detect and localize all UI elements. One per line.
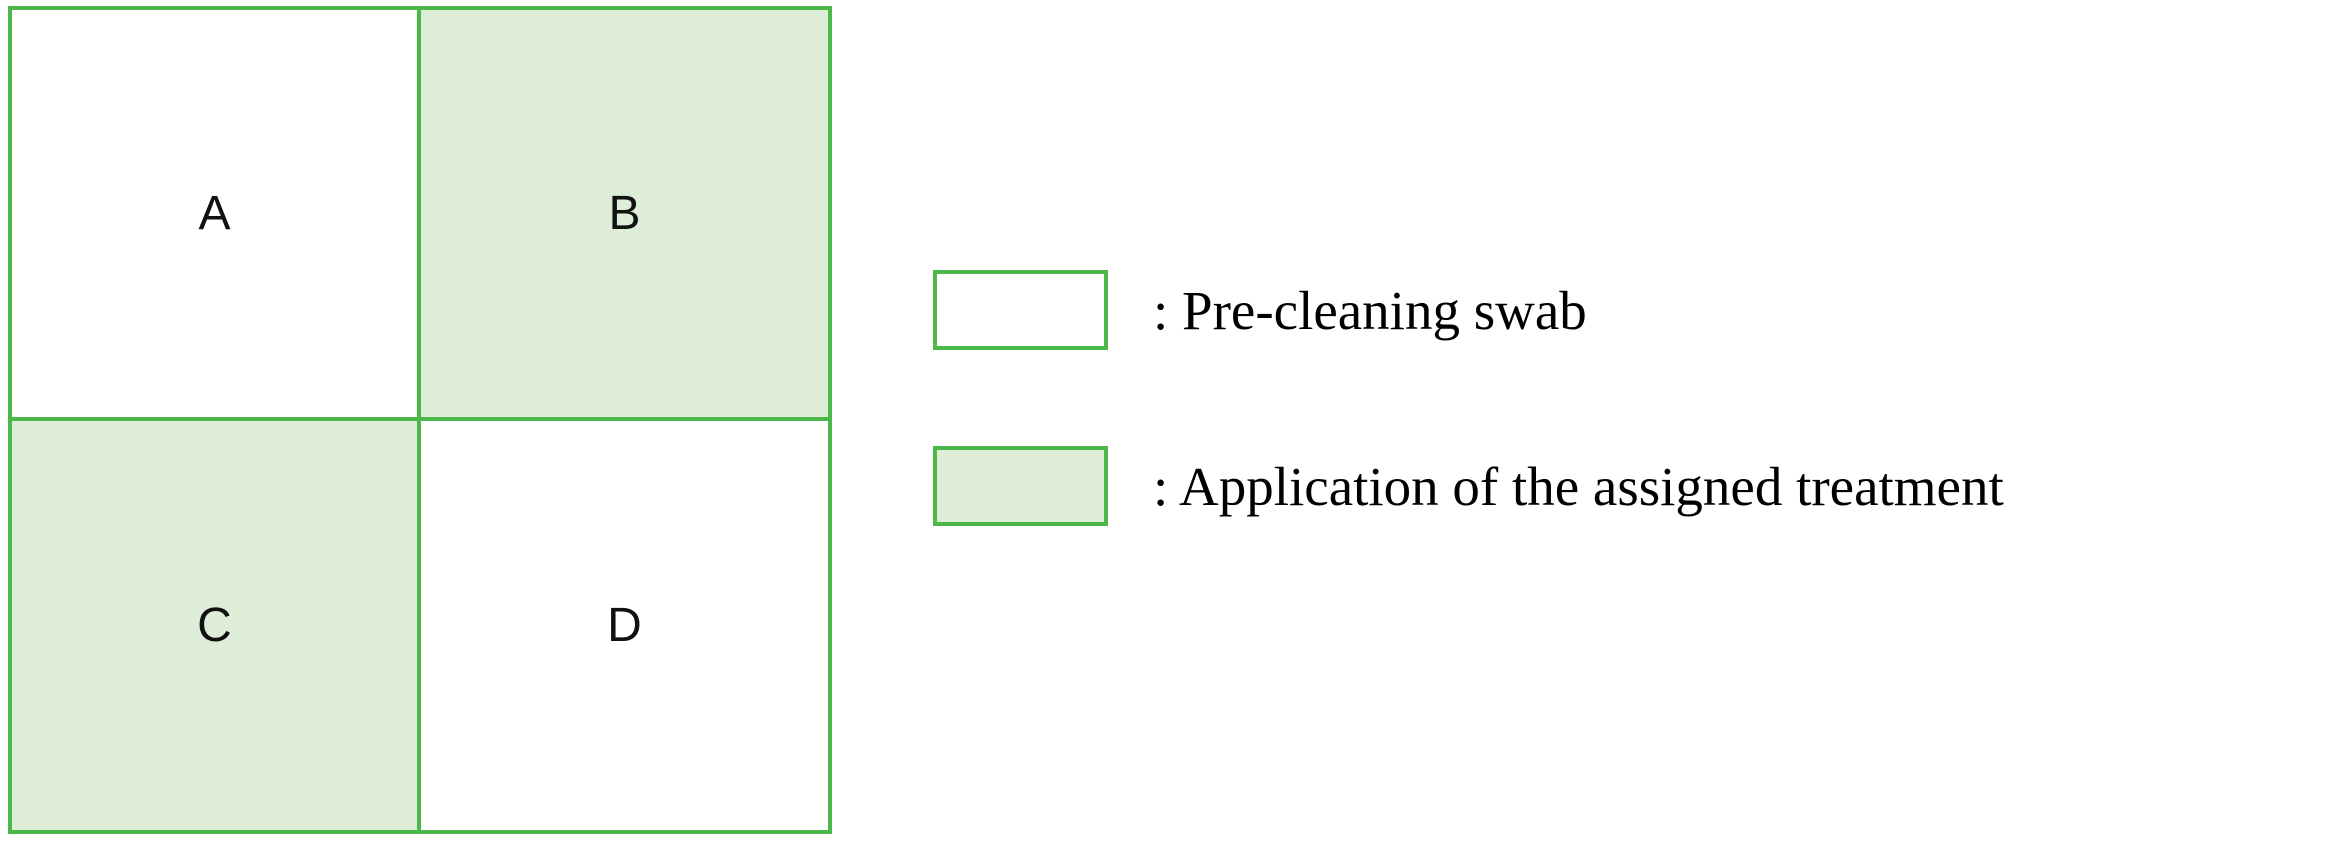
legend-swatch-green (933, 446, 1108, 526)
quadrant-grid: A B C D (8, 6, 832, 834)
quadrant-label-c: C (197, 598, 232, 652)
legend-label-pre-cleaning-swab: : Pre-cleaning swab (1153, 279, 1587, 341)
legend-item-pre-cleaning-swab: : Pre-cleaning swab (933, 268, 2004, 352)
quadrant-label-b: B (608, 186, 641, 240)
legend: : Pre-cleaning swab : Application of the… (933, 268, 2004, 528)
legend-swatch-white (933, 270, 1108, 350)
quadrant-cell-d: D (420, 420, 828, 830)
quadrant-label-d: D (607, 598, 642, 652)
quadrant-cell-b: B (420, 10, 828, 420)
quadrant-cell-c: C (12, 420, 420, 830)
quadrant-cell-a: A (12, 10, 420, 420)
quadrant-label-a: A (198, 186, 231, 240)
legend-label-assigned-treatment: : Application of the assigned treatment (1153, 455, 2004, 517)
legend-item-assigned-treatment: : Application of the assigned treatment (933, 444, 2004, 528)
